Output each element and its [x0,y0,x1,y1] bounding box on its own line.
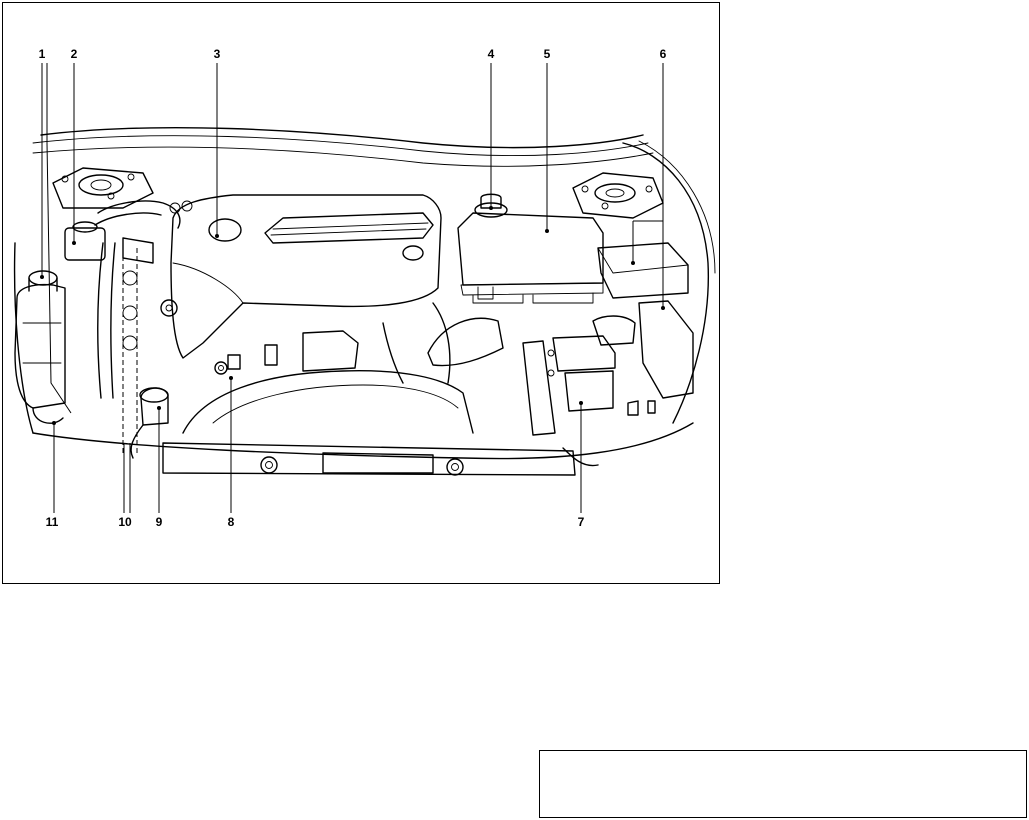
oil-filler-cap [215,355,240,374]
brake-fluid-reservoir [65,222,105,260]
left-strut-tower [53,168,153,208]
callout-11: 11 [46,515,59,529]
radiator-support [163,443,598,475]
callout-2: 2 [71,47,78,61]
empty-note-box [539,750,1027,818]
callout-5: 5 [544,47,551,61]
callout-4: 4 [488,47,495,61]
leader-lines [40,63,665,513]
engine-compartment-figure: 1 2 3 4 5 6 7 8 9 10 11 [2,2,720,584]
callout-10: 10 [118,515,132,529]
callout-8: 8 [228,515,235,529]
coolant-reservoir [15,271,65,423]
engine-cover [161,195,441,358]
right-strut-tower [573,173,663,218]
left-hoses [95,201,192,398]
callout-6: 6 [660,47,667,61]
callout-7: 7 [578,515,585,529]
callout-3: 3 [214,47,221,61]
fuse-relay-box [593,243,693,398]
callout-9: 9 [156,515,163,529]
oil-dipstick [123,248,137,453]
air-cleaner-box [458,213,603,303]
battery [523,336,655,435]
engine-compartment-diagram: 1 2 3 4 5 6 7 8 9 10 11 [3,3,721,585]
callout-1: 1 [39,47,46,61]
